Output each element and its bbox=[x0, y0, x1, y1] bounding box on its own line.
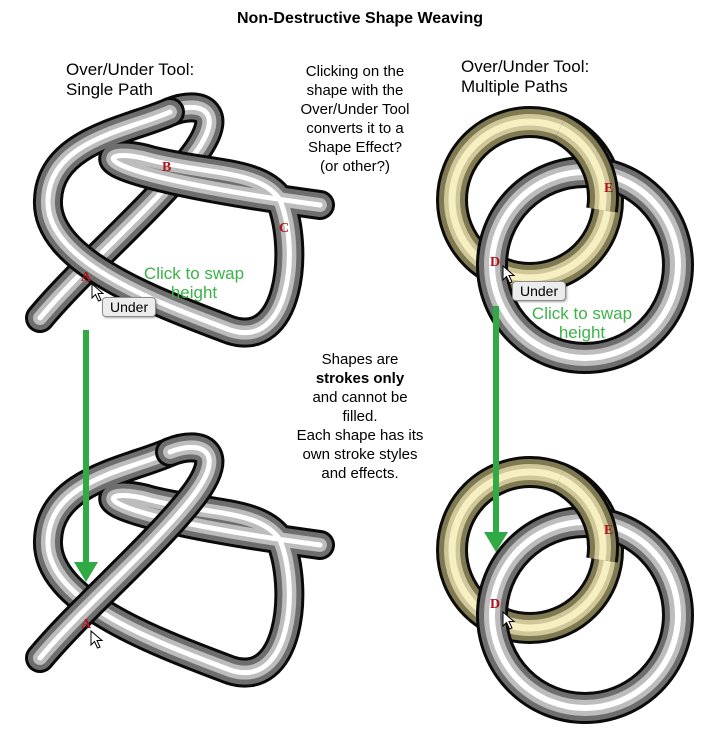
ring-gold-over-segment bbox=[552, 463, 619, 563]
heading-line: Over/Under Tool: bbox=[66, 60, 195, 79]
cursor-icon bbox=[91, 282, 105, 302]
knot-strand-over bbox=[33, 97, 335, 348]
convert-note: Clicking on the shape with the Over/Unde… bbox=[270, 62, 440, 176]
page-title: Non-Destructive Shape Weaving bbox=[237, 10, 483, 27]
swap-hint-left: Click to swap height bbox=[124, 264, 264, 302]
note-line: own stroke styles bbox=[302, 446, 418, 463]
note-line: Over/Under Tool bbox=[300, 101, 410, 118]
swap-line: Click to swap bbox=[143, 264, 245, 283]
multiple-paths-heading: Over/Under Tool: Multiple Paths bbox=[461, 57, 589, 97]
knot-strand-over bbox=[33, 437, 335, 688]
rings-top-right[interactable] bbox=[436, 106, 694, 374]
swap-line: height bbox=[170, 283, 218, 302]
note-line: Each shape has its bbox=[296, 427, 424, 444]
note-line: and effects. bbox=[321, 465, 399, 482]
note-line: (or other?) bbox=[319, 158, 391, 175]
ring-gold-over-segment bbox=[552, 113, 619, 213]
arrow-right bbox=[484, 306, 508, 552]
swap-line: Click to swap bbox=[531, 304, 633, 323]
note-line: Shapes are bbox=[321, 351, 399, 368]
label-a-top: A bbox=[81, 270, 92, 285]
under-tooltip-left[interactable]: Under bbox=[102, 297, 157, 317]
note-line: converts it to a bbox=[306, 120, 404, 137]
label-d-bottom: D bbox=[490, 597, 501, 612]
single-path-heading: Over/Under Tool: Single Path bbox=[66, 60, 194, 100]
knot-bottom-left[interactable] bbox=[25, 432, 335, 688]
note-line-bold: strokes only bbox=[315, 370, 405, 387]
swap-line: height bbox=[558, 323, 606, 342]
label-b: B bbox=[162, 160, 172, 175]
note-line: Shape Effect? bbox=[308, 139, 402, 156]
label-e-bottom: E bbox=[604, 523, 614, 538]
heading-line: Single Path bbox=[66, 80, 153, 99]
strokes-note: Shapes are strokes only and cannot be fi… bbox=[270, 350, 450, 483]
under-tooltip-right[interactable]: Under bbox=[512, 281, 567, 301]
note-line: and cannot be bbox=[312, 389, 408, 406]
knot-strand-swapped bbox=[25, 432, 225, 673]
label-e-top: E bbox=[604, 181, 614, 196]
note-line: Clicking on the bbox=[305, 63, 405, 80]
rings-bottom-right[interactable] bbox=[436, 456, 694, 724]
heading-line: Multiple Paths bbox=[461, 77, 568, 96]
cursor-icon bbox=[90, 629, 104, 649]
knot-top-left[interactable] bbox=[25, 92, 335, 348]
cursor-icon bbox=[502, 264, 516, 284]
label-a-bottom: A bbox=[81, 617, 92, 632]
note-line: shape with the bbox=[306, 82, 404, 99]
cursor-icon bbox=[502, 610, 516, 630]
swap-hint-right: Click to swap height bbox=[512, 304, 652, 342]
label-c: C bbox=[279, 221, 290, 236]
arrow-left bbox=[74, 330, 98, 582]
label-d-top: D bbox=[490, 255, 501, 270]
note-line: filled. bbox=[342, 408, 378, 425]
heading-line: Over/Under Tool: bbox=[461, 57, 590, 76]
